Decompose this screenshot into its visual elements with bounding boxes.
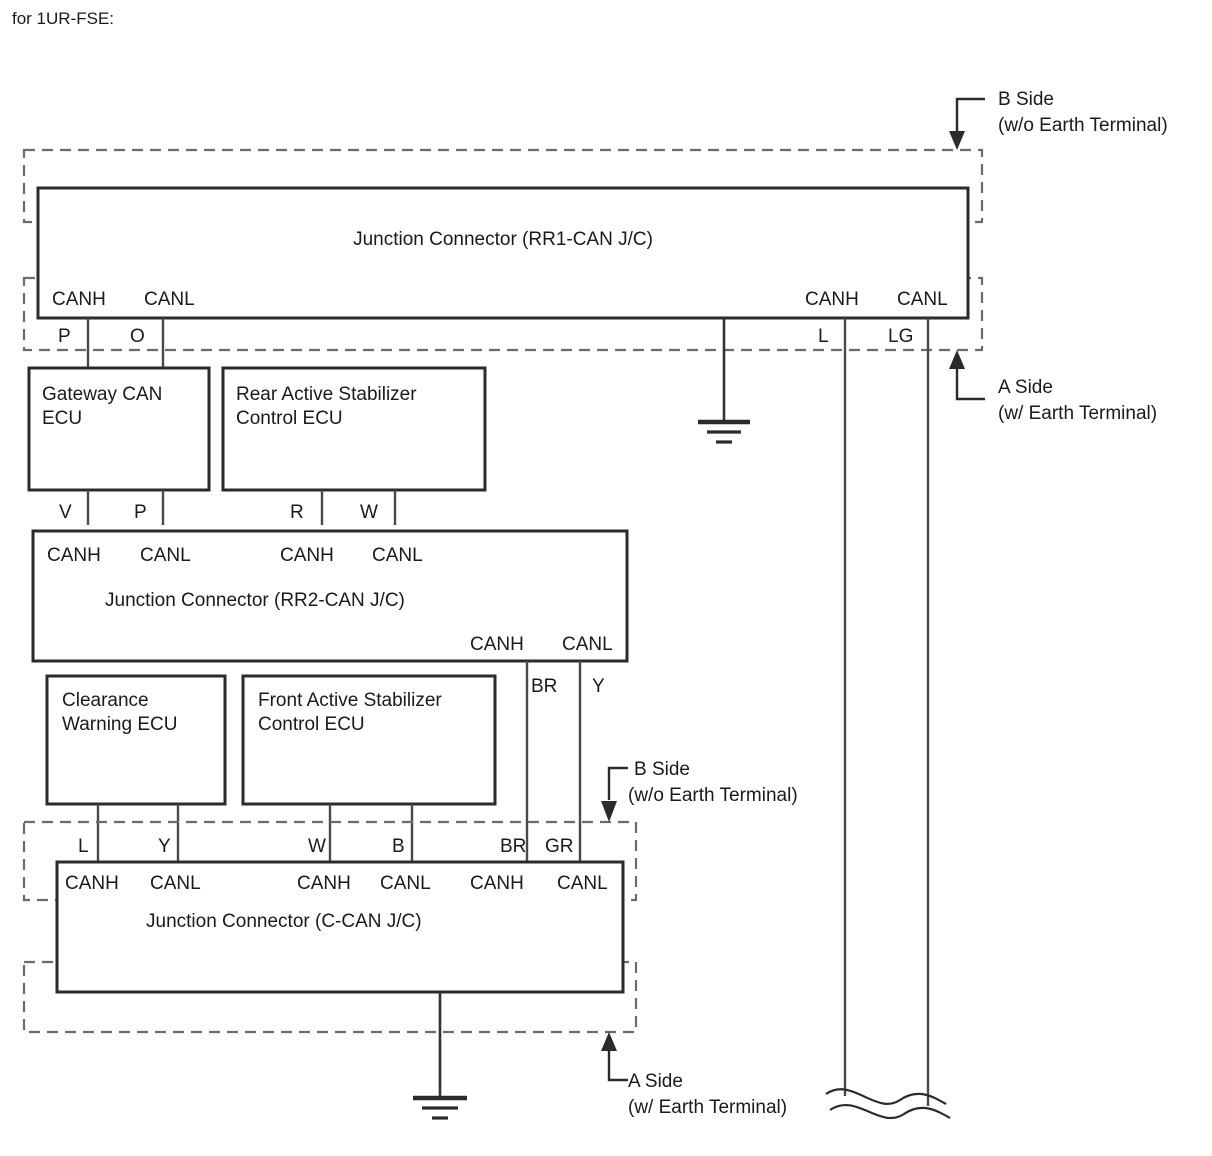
rr2-pin-signal-canl-2: CANL	[372, 545, 423, 566]
rr1-wire-color-p: P	[58, 326, 71, 347]
gateway-wire-color-v: V	[59, 502, 72, 523]
b-side-arrow-down-icon-2	[601, 801, 617, 822]
rr1-pin-signal-canl-1: CANL	[144, 289, 195, 310]
clearance-warning-ecu-label-line1: Clearance	[62, 690, 149, 711]
gateway-can-ecu-box[interactable]	[27, 366, 211, 492]
ccan-a-side-line1: A Side	[628, 1071, 683, 1092]
rr2-pin-signal-canl-3: CANL	[562, 634, 613, 655]
ccan-pin-signal-canh-2: CANH	[297, 873, 351, 894]
rr2-pin-signal-canl-1: CANL	[140, 545, 191, 566]
rr1-a-side-annotation: A Side (w/ Earth Terminal)	[949, 350, 1157, 424]
rr1-wire-color-lg: LG	[888, 326, 913, 347]
rr1-pin-signal-canh-2: CANH	[805, 289, 859, 310]
junction-connector-rr2-label: Junction Connector (RR2-CAN J/C)	[105, 590, 405, 611]
rr1-pin-signal-canh-1: CANH	[52, 289, 106, 310]
rr2-pin-signal-canh-1: CANH	[47, 545, 101, 566]
rr1-earth-ground-icon	[698, 419, 750, 444]
ccan-wire-color-y: Y	[158, 836, 171, 857]
gateway-wire-color-p: P	[134, 502, 147, 523]
wire-break-symbol-icon	[825, 1088, 951, 1120]
ccan-pin-signal-canl-2: CANL	[380, 873, 431, 894]
clearance-warning-ecu-box[interactable]	[45, 674, 227, 806]
ccan-wire-color-l: L	[78, 836, 89, 857]
ccan-wire-color-b: B	[392, 836, 405, 857]
rear-stab-wire-color-w: W	[360, 502, 378, 523]
rr2-wire-color-y: Y	[592, 676, 605, 697]
rear-stab-ecu-label-line1: Rear Active Stabilizer	[236, 384, 417, 405]
rear-active-stabilizer-control-ecu-box[interactable]	[221, 366, 487, 492]
rr1-a-side-line1: A Side	[998, 377, 1053, 398]
rr1-b-side-dashed-boundary	[22, 148, 984, 224]
gateway-can-ecu-label-line2: ECU	[42, 408, 82, 429]
ccan-a-side-annotation: A Side (w/ Earth Terminal)	[601, 1032, 787, 1118]
page-title: for 1UR-FSE:	[12, 9, 114, 28]
ccan-pin-signal-canl-3: CANL	[557, 873, 608, 894]
rr2-pin-signal-canh-2: CANH	[280, 545, 334, 566]
ccan-pin-signal-canh-1: CANH	[65, 873, 119, 894]
junction-connector-rr1-box[interactable]	[36, 186, 970, 320]
gateway-can-ecu-label-line1: Gateway CAN	[42, 384, 162, 405]
ccan-wire-color-gr: GR	[545, 836, 574, 857]
ccan-wire-color-w: W	[308, 836, 326, 857]
clearance-warning-ecu-label-line2: Warning ECU	[62, 714, 177, 735]
junction-connector-ccan-label: Junction Connector (C-CAN J/C)	[146, 911, 422, 932]
ccan-b-side-line1: B Side	[634, 759, 690, 780]
junction-connector-rr2-box[interactable]	[31, 529, 629, 663]
rr1-b-side-annotation: B Side (w/o Earth Terminal)	[949, 89, 1168, 150]
front-stab-ecu-label-line2: Control ECU	[258, 714, 365, 735]
junction-connector-ccan-box[interactable]	[55, 860, 625, 994]
b-side-arrow-down-icon	[949, 131, 965, 150]
a-side-arrow-up-icon-2	[601, 1032, 617, 1051]
rr2-pin-signal-canh-3: CANH	[470, 634, 524, 655]
ccan-b-side-line2: (w/o Earth Terminal)	[628, 785, 798, 806]
rr1-pin-signal-canl-2: CANL	[897, 289, 948, 310]
rr1-b-side-line1: B Side	[998, 89, 1054, 110]
ccan-pin-signal-canh-3: CANH	[470, 873, 524, 894]
rear-stab-wire-color-r: R	[290, 502, 304, 523]
ccan-earth-ground-icon	[413, 1095, 467, 1120]
rr1-b-side-line2: (w/o Earth Terminal)	[998, 115, 1168, 136]
ccan-wire-color-br: BR	[500, 836, 526, 857]
ccan-a-side-line2: (w/ Earth Terminal)	[628, 1097, 787, 1118]
front-stab-ecu-label-line1: Front Active Stabilizer	[258, 690, 442, 711]
rr2-wire-color-br: BR	[531, 676, 557, 697]
rr1-a-side-line2: (w/ Earth Terminal)	[998, 403, 1157, 424]
a-side-arrow-up-icon	[949, 350, 965, 369]
rr1-wire-color-l: L	[818, 326, 829, 347]
ccan-b-side-annotation: B Side (w/o Earth Terminal)	[601, 759, 798, 822]
ccan-pin-signal-canl-1: CANL	[150, 873, 201, 894]
junction-connector-rr1-label: Junction Connector (RR1-CAN J/C)	[353, 229, 653, 250]
front-active-stabilizer-control-ecu-box[interactable]	[241, 674, 497, 806]
rear-stab-ecu-label-line2: Control ECU	[236, 408, 343, 429]
rr1-wire-color-o: O	[130, 326, 145, 347]
